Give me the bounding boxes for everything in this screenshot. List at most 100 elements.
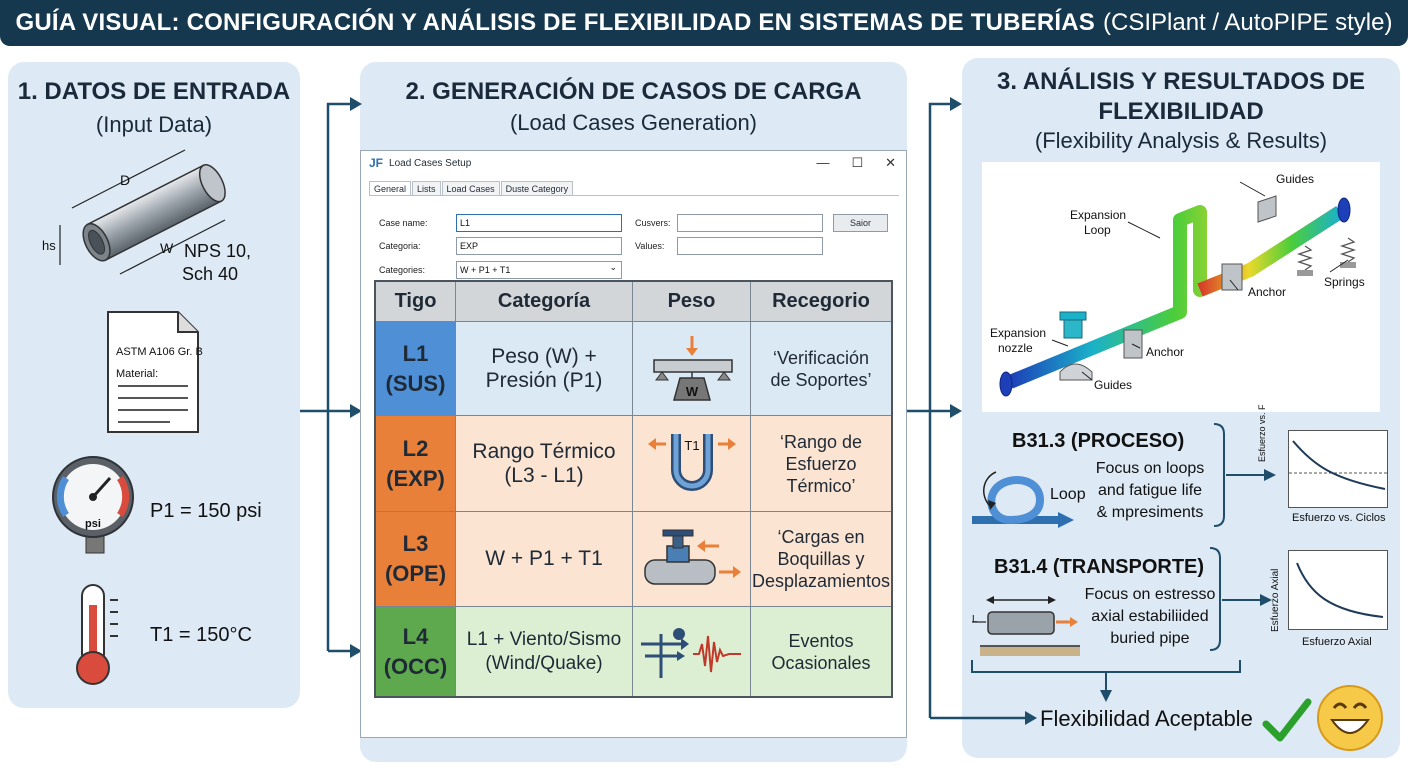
saior-button[interactable]: Saior <box>833 214 888 232</box>
input-subtitle: (Input Data) <box>95 112 213 137</box>
pressure-gauge-icon <box>52 456 134 554</box>
categoria-label: Categoria: <box>379 241 421 251</box>
categories-label: Categories: <box>379 265 426 275</box>
row-l1-type: (SUS) <box>385 370 446 396</box>
nozzle-valve-icon <box>643 529 741 585</box>
b313-graph-ylabel: Esfuerzo vs. F <box>1257 404 1267 462</box>
cusvers-input[interactable] <box>677 214 823 232</box>
pipe-nps: NPS 10, <box>184 241 252 261</box>
results-title-1: 3. ANÁLISIS Y RESULTADOS DE <box>996 68 1366 95</box>
b313-arrowhead <box>1264 469 1276 481</box>
window-title: Load Cases Setup <box>389 157 472 169</box>
b314-axial-graph <box>1288 550 1388 630</box>
b313-title: B31.3 (PROCESO) <box>1012 430 1185 452</box>
row-l2-weight-cell: T1 <box>633 416 751 512</box>
material-spec: ASTM A106 Gr. B <box>116 346 203 358</box>
label-springs: Springs <box>1324 275 1365 289</box>
row-l3-rec-line2: Boquillas y <box>777 549 865 569</box>
label-expansion-nozzle-1: Expansion <box>990 326 1047 340</box>
label-anchor-right: Anchor <box>1248 285 1287 299</box>
b313-graph-xlabel: Esfuerzo vs. Ciclos <box>1292 512 1386 524</box>
b313-bracket <box>1213 423 1225 527</box>
tab-duste-category[interactable]: Duste Category <box>500 181 574 196</box>
buried-pipe-icon <box>972 596 1080 656</box>
row-l4-id: L4(OCC) <box>376 607 456 696</box>
b314-bracket <box>1209 547 1221 651</box>
categoria-input[interactable]: EXP <box>456 237 622 255</box>
row-l2-category: Rango Térmico(L3 - L1) <box>456 416 633 512</box>
label-expansion-nozzle-2: nozzle <box>998 341 1033 355</box>
results-subtitle: (Flexibility Analysis & Results) <box>1034 128 1328 153</box>
b313-desc-line3: & mpresiments <box>1096 504 1204 521</box>
weight-icon-text: W <box>685 384 698 399</box>
window-titlebar: JF Load Cases Setup — ☐ ✕ <box>361 151 906 175</box>
merge-arrowhead <box>1100 690 1112 702</box>
label-anchor-mid: Anchor <box>1146 345 1185 359</box>
material-document-icon <box>107 311 199 433</box>
input-title: 1. DATOS DE ENTRADA <box>17 78 291 105</box>
row-l1-code: L1 <box>402 340 429 366</box>
close-button[interactable]: ✕ <box>885 155 896 170</box>
row-l4-cat-line2: (Wind/Quake) <box>485 652 603 674</box>
b314-arrowhead <box>1260 594 1272 606</box>
b314-desc-line1: Focus on estresso <box>1084 586 1216 603</box>
tab-load-cases[interactable]: Load Cases <box>441 181 500 196</box>
wind-vane-seismic-icon <box>640 627 741 678</box>
b313-loop-icon <box>972 471 1074 528</box>
row-l2-rec-line2: Esfuerzo <box>785 453 857 474</box>
case-name-label: Case name: <box>379 218 428 228</box>
pipe-schedule: Sch 40 <box>182 264 239 284</box>
row-l2-cat-line1: Rango Térmico <box>472 439 616 463</box>
row-l3-id: L3(OPE) <box>376 512 456 607</box>
pipe-stress-model <box>999 181 1357 397</box>
row-l2-code: L2 <box>402 435 429 461</box>
thermal-icon-text: T1 <box>684 438 699 453</box>
row-l2-type: (EXP) <box>386 465 445 491</box>
b314-graph-ylabel: Esfuerzo Axial <box>1270 568 1281 632</box>
row-l2-rec-line1: ‘Rango de <box>779 431 863 452</box>
banner-subtitle: (CSIPlant / AutoPIPE style) <box>1103 9 1393 36</box>
temperature-value: T1 = 150°C <box>150 624 252 646</box>
row-l4-weight-cell <box>633 607 751 696</box>
row-l1-rec-line2: de Soportes’ <box>770 369 872 390</box>
thermometer-icon <box>76 584 118 685</box>
code-merge-bracket <box>971 660 1241 673</box>
b314-desc-line3: buried pipe <box>1110 630 1190 647</box>
tab-lists[interactable]: Lists <box>412 181 441 196</box>
header-peso: Peso <box>633 282 751 322</box>
label-guides-top: Guides <box>1276 172 1315 186</box>
results-title-2: FLEXIBILIDAD <box>1098 98 1264 125</box>
expansion-loop-icon: T1 <box>647 433 736 491</box>
b314-title: B31.4 (TRANSPORTE) <box>994 556 1205 578</box>
label-guides-bottom: Guides <box>1094 378 1133 392</box>
row-l4-rec-line1: Eventos <box>788 630 854 651</box>
case-name-input[interactable]: L1 <box>456 214 622 232</box>
categories-select-value: W + P1 + T1 <box>460 265 511 275</box>
title-banner: GUÍA VISUAL: CONFIGURACIÓN Y ANÁLISIS DE… <box>0 0 1408 46</box>
categories-select[interactable]: W + P1 + T1 ⌄ <box>456 261 622 279</box>
row-l3-type: (OPE) <box>384 561 447 586</box>
b313-loop-label: Loop <box>1050 486 1086 503</box>
loadcases-subtitle: (Load Cases Generation) <box>509 110 758 135</box>
row-l4-category: L1 + Viento/Sismo(Wind/Quake) <box>456 607 633 696</box>
b313-desc-line1: Focus on loops <box>1095 460 1205 477</box>
row-l2-id: L2 (EXP) <box>376 416 456 512</box>
tab-general[interactable]: General <box>369 181 412 196</box>
pipe-h-label: hs <box>42 238 56 253</box>
material-label: Material: <box>116 368 159 380</box>
header-tigo: Tigo <box>376 282 456 322</box>
gauge-unit: psi <box>85 518 101 530</box>
chevron-down-icon: ⌄ <box>609 262 617 272</box>
maximize-button[interactable]: ☐ <box>851 155 864 170</box>
row-l3-rec-line1: ‘Cargas en <box>777 527 865 547</box>
pipe-w-label: W <box>160 240 174 256</box>
final-result: Flexibilidad Aceptable <box>1040 706 1253 731</box>
check-icon <box>1262 698 1312 742</box>
values-input[interactable] <box>677 237 823 255</box>
minimize-button[interactable]: — <box>816 155 830 170</box>
general-form: Case name: L1 Categoria: EXP Categories:… <box>369 195 899 279</box>
